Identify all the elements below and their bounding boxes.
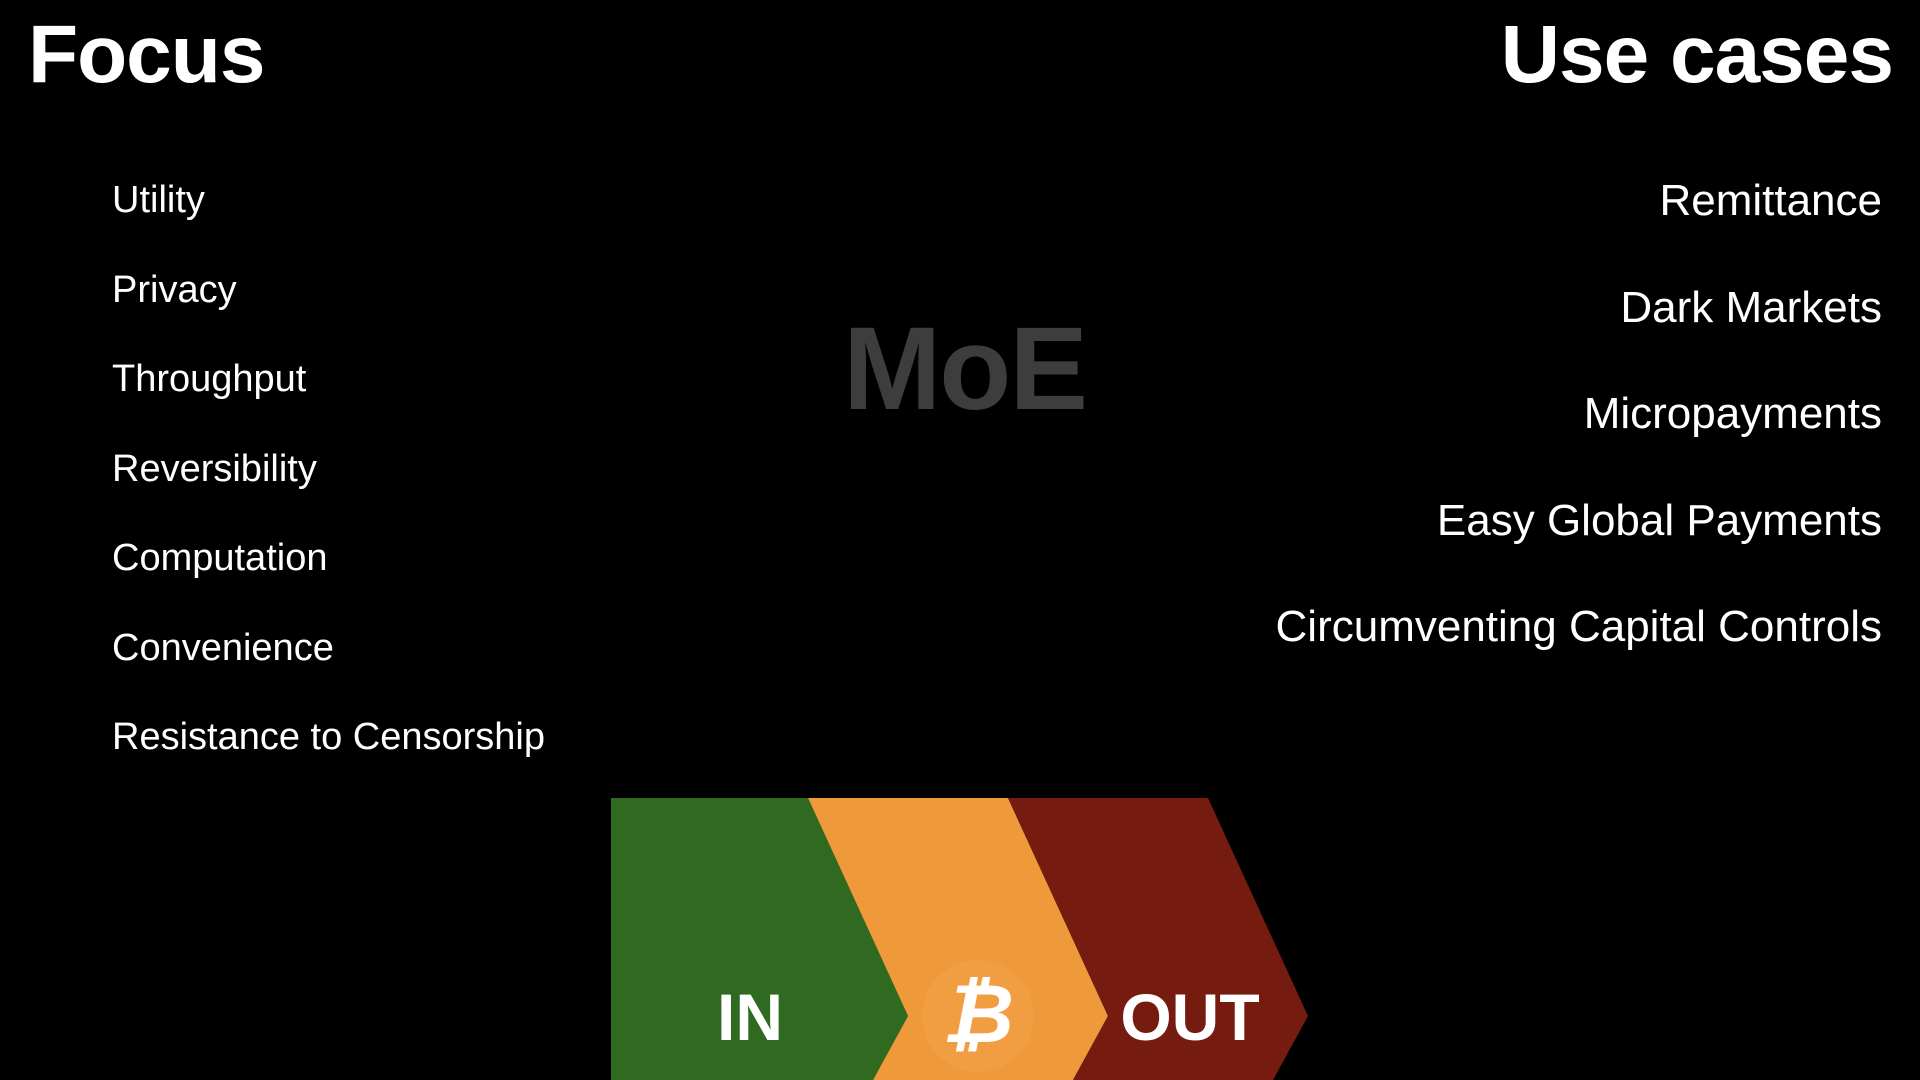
focus-item-reversibility: Reversibility	[112, 447, 317, 490]
bitcoin-symbol: ₿	[942, 967, 1014, 1062]
focus-list: Utility Privacy Throughput Reversibility…	[112, 178, 545, 805]
focus-item-privacy: Privacy	[112, 268, 237, 311]
focus-item-throughput: Throughput	[112, 358, 307, 400]
in-label: IN	[717, 980, 783, 1054]
out-segment	[1008, 798, 1308, 1080]
focus-title: Focus	[28, 9, 265, 100]
focus-item-computation: Computation	[112, 537, 328, 579]
use-case-dark-markets: Dark Markets	[1620, 282, 1882, 332]
use-case-remittance: Remittance	[1659, 176, 1882, 225]
focus-item-resistance-to-censorship: Resistance to Censorship	[112, 716, 545, 758]
focus-item-convenience: Convenience	[112, 626, 334, 669]
in-segment	[611, 798, 908, 1080]
focus-item-utility: Utility	[112, 179, 205, 221]
use-case-circumventing-capital-controls: Circumventing Capital Controls	[1275, 602, 1882, 651]
use-case-micropayments: Micropayments	[1583, 389, 1882, 438]
use-case-easy-global-payments: Easy Global Payments	[1436, 495, 1882, 545]
bitcoin-icon: ₿	[922, 960, 1034, 1072]
use-cases-list: Remittance Dark Markets Micropayments Ea…	[1276, 178, 1882, 711]
out-label: OUT	[1120, 980, 1259, 1054]
moe-label: MoE	[843, 303, 1088, 435]
use-cases-title: Use cases	[1500, 9, 1894, 100]
